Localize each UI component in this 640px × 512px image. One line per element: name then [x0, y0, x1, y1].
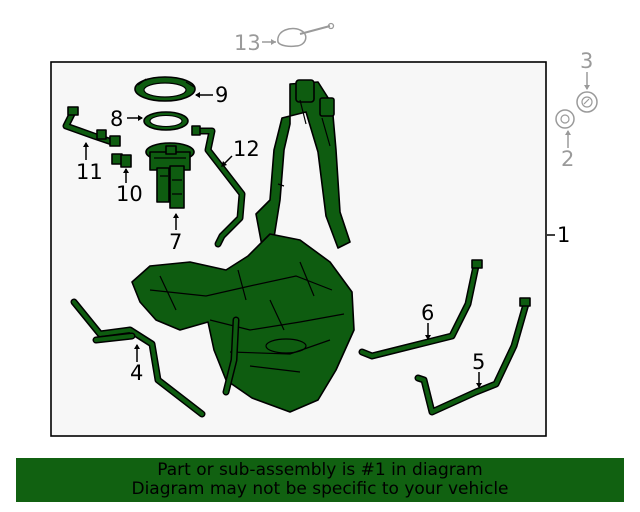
callout-6: 6	[421, 301, 434, 325]
callout-7: 7	[169, 230, 182, 254]
leader-13-arrow	[271, 39, 276, 45]
part-13-cap-tether[interactable]	[277, 22, 335, 48]
callout-11: 11	[76, 160, 103, 184]
parts-diagram: 13 3 2 1 9 8 11	[50, 22, 598, 437]
banner-line-2: Diagram may not be specific to your vehi…	[131, 479, 509, 499]
leader-11-arrow	[83, 142, 89, 147]
leader-7-arrow	[173, 213, 179, 218]
callout-1: 1	[557, 223, 570, 247]
part-7-fuel-pump-module[interactable]	[145, 142, 195, 209]
part-2-filler-ring[interactable]	[555, 109, 575, 129]
leader-12-arrow	[221, 161, 227, 167]
leader-4-arrow	[134, 344, 140, 349]
part-8-gasket[interactable]	[143, 111, 189, 131]
callout-12: 12	[233, 137, 260, 161]
info-banner: Part or sub-assembly is #1 in diagram Di…	[16, 458, 624, 502]
callout-3: 3	[580, 49, 593, 73]
part-1-fuel-tank[interactable]	[131, 79, 355, 413]
part-4-crossmember[interactable]	[70, 298, 206, 418]
part-6-tank-strap[interactable]	[358, 259, 483, 360]
leader-3-arrow	[584, 85, 590, 90]
callout-4: 4	[130, 361, 143, 385]
leader-2-arrow	[565, 130, 571, 135]
leader-8-arrow	[138, 115, 143, 121]
callout-13: 13	[234, 31, 261, 55]
callout-10: 10	[116, 182, 143, 206]
callout-9: 9	[215, 83, 228, 107]
part-12-vent-tube[interactable]	[191, 125, 246, 248]
callout-5: 5	[472, 350, 485, 374]
leader-6-arrow	[425, 335, 431, 340]
banner-line-1: Part or sub-assembly is #1 in diagram	[157, 460, 483, 480]
part-5-tank-strap[interactable]	[414, 297, 531, 416]
part-11-wiring-harness[interactable]	[62, 106, 121, 147]
part-10-connector[interactable]	[111, 153, 132, 168]
part-3-fuel-cap[interactable]	[576, 91, 598, 113]
part-9-lock-ring[interactable]	[134, 76, 196, 102]
leader-10-arrow	[123, 168, 129, 173]
leader-9-arrow	[195, 92, 200, 98]
leader-5-arrow	[476, 383, 482, 388]
callout-2: 2	[561, 147, 574, 171]
callout-8: 8	[110, 107, 123, 131]
